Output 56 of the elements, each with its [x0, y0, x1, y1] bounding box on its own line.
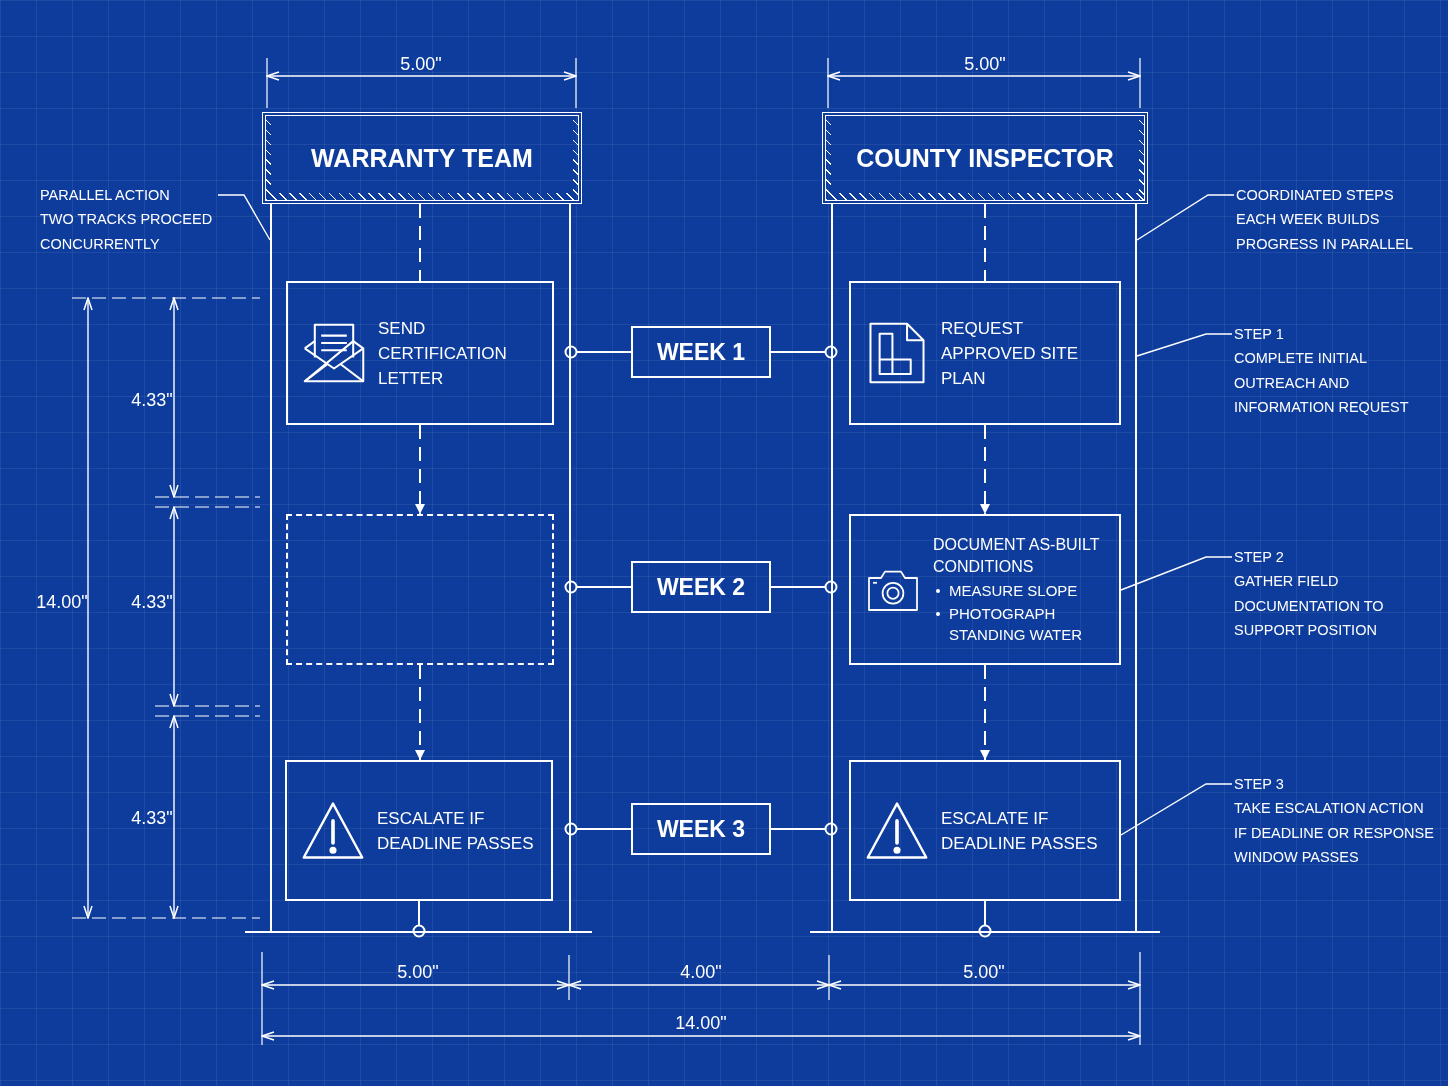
dimension-label: 4.00"	[680, 961, 722, 983]
note-heading: COORDINATED STEPS	[1236, 186, 1395, 205]
leader-line	[1120, 556, 1233, 591]
arrow	[980, 664, 990, 761]
note-heading: PARALLEL ACTION	[40, 186, 171, 205]
connector-line	[412, 900, 426, 938]
connector-line	[978, 900, 992, 938]
leader-line	[1136, 333, 1233, 357]
connector-line	[770, 822, 838, 836]
bullet-text: MEASURE SLOPE	[933, 580, 1111, 601]
connector-line	[770, 580, 838, 594]
dimension-label: 4.33"	[131, 807, 173, 829]
box-text: DOCUMENT AS-BUILT CONDITIONS	[933, 535, 1101, 577]
box-text: SEND CERTIFICATION LETTER	[378, 317, 508, 390]
dimension-label: 5.00"	[963, 961, 1005, 983]
box-text: ESCALATE IF DEADLINE PASSES	[941, 807, 1099, 855]
process-box	[849, 760, 1121, 901]
note-text: EACH WEEK BUILDS PROGRESS IN PARALLEL	[1236, 210, 1415, 254]
dimension-label: 5.00"	[397, 961, 439, 983]
process-box	[285, 760, 553, 901]
process-box	[849, 281, 1121, 425]
note-text: TAKE ESCALATION ACTION IF DEADLINE OR RESPONSE WINDOW PASSES	[1234, 799, 1435, 867]
dimension-label: 5.00"	[964, 53, 1006, 75]
process-box	[286, 281, 554, 425]
note-heading: STEP 2	[1234, 548, 1285, 567]
swimlane-column	[831, 204, 1137, 932]
process-box	[849, 514, 1121, 665]
note-text: GATHER FIELD DOCUMENTATION TO SUPPORT POSITION	[1234, 572, 1385, 640]
lane-header: WARRANTY TEAM	[262, 112, 582, 204]
arrow	[415, 424, 425, 515]
week-box: WEEK 1	[631, 326, 771, 378]
placeholder-box	[286, 514, 554, 665]
note-heading: STEP 3	[1234, 775, 1285, 794]
week-box: WEEK 2	[631, 561, 771, 613]
week-box: WEEK 3	[631, 803, 771, 855]
dimension-label: 4.33"	[131, 591, 173, 613]
box-text: REQUEST APPROVED SITE PLAN	[941, 317, 1079, 390]
arrow	[980, 424, 990, 515]
swimlane-column	[270, 204, 571, 932]
dimension-label: 14.00"	[36, 591, 88, 613]
connector-line	[770, 345, 838, 359]
box-text: ESCALATE IF DEADLINE PASSES	[377, 807, 535, 855]
dimension-label: 14.00"	[675, 1012, 727, 1034]
connector-line	[564, 580, 632, 594]
note-text: COMPLETE INITIAL OUTREACH AND INFORMATION REQUEST	[1234, 349, 1410, 417]
connector-line	[564, 822, 632, 836]
note-text: TWO TRACKS PROCEED CONCURRENTLY	[40, 210, 214, 254]
connector-line	[564, 345, 632, 359]
dimension-label: 5.00"	[400, 53, 442, 75]
leader-line	[1136, 194, 1235, 241]
arrow	[415, 664, 425, 761]
note-heading: STEP 1	[1234, 325, 1285, 344]
bullet-text: PHOTOGRAPH STANDING WATER	[933, 603, 1111, 645]
leader-line	[217, 194, 271, 241]
lane-header: COUNTY INSPECTOR	[822, 112, 1148, 204]
dimension-label: 4.33"	[131, 389, 173, 411]
